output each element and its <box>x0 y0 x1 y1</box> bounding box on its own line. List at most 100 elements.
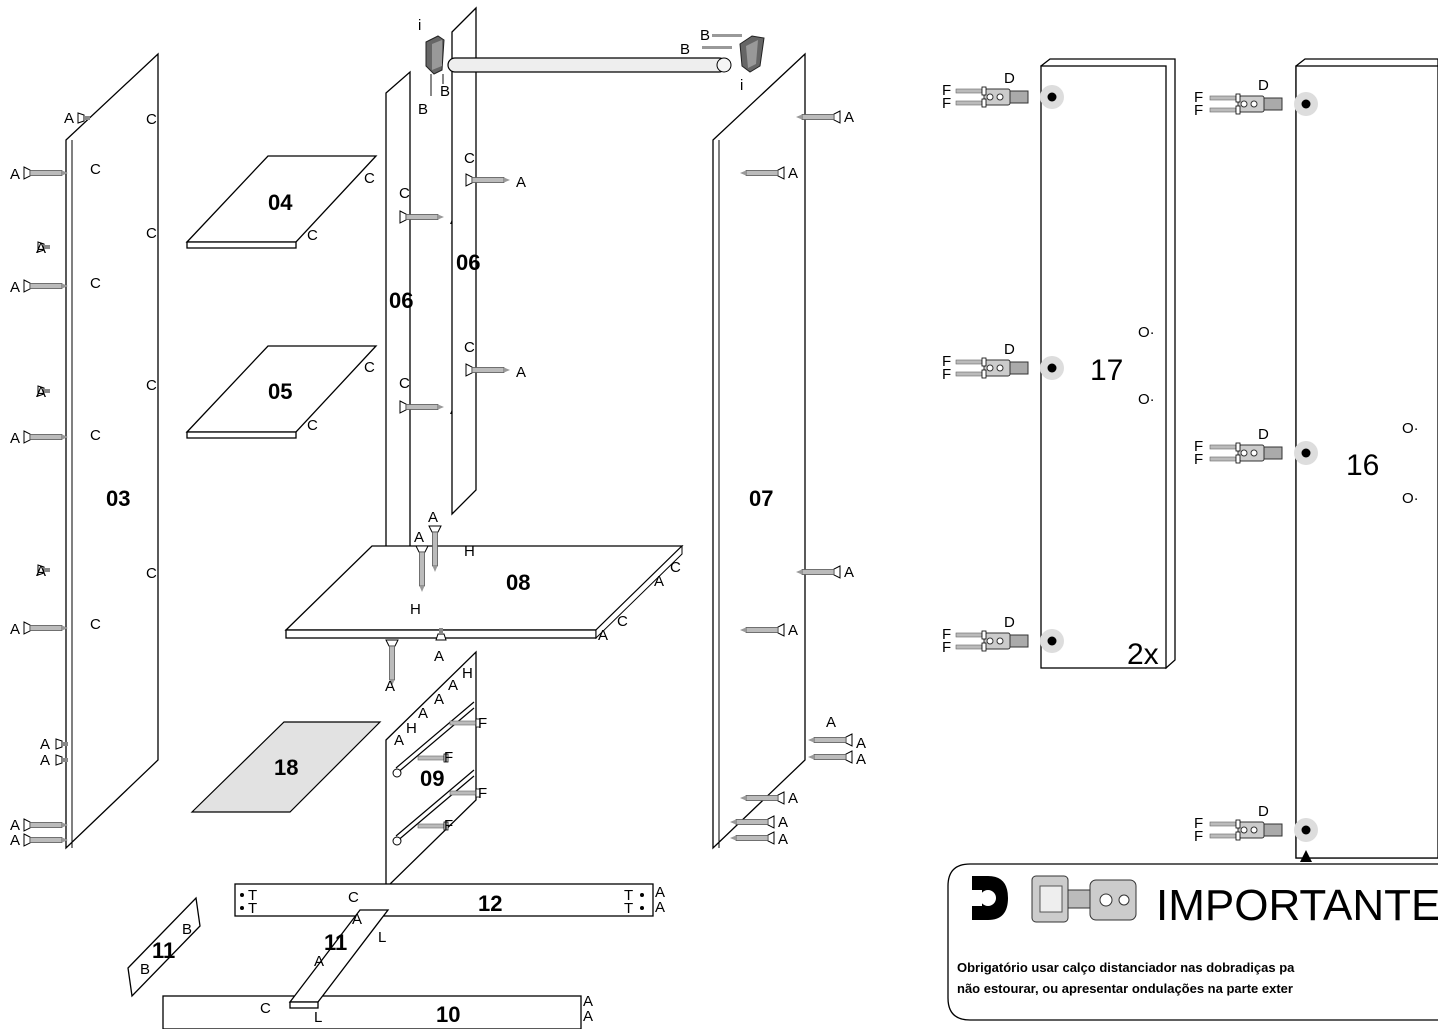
piece-11-left: 11 B B <box>127 896 201 998</box>
svg-text:T: T <box>248 887 257 904</box>
hinge-icon <box>1031 875 1137 923</box>
quantity-label: 2x <box>1127 638 1159 671</box>
svg-text:F: F <box>1194 828 1203 845</box>
svg-text:A: A <box>64 110 74 127</box>
svg-text:A: A <box>778 814 788 831</box>
svg-text:12: 12 <box>478 891 502 916</box>
panel-03-label: 03 <box>106 486 130 511</box>
svg-text:F: F <box>1194 102 1203 119</box>
svg-text:A: A <box>788 165 798 182</box>
svg-text:B: B <box>140 961 150 978</box>
svg-text:F: F <box>942 353 951 370</box>
svg-text:A: A <box>448 677 458 694</box>
svg-text:A: A <box>856 735 866 752</box>
svg-text:D: D <box>1258 426 1269 443</box>
svg-text:A: A <box>36 384 46 401</box>
svg-text:F: F <box>942 82 951 99</box>
svg-text:C: C <box>90 616 101 633</box>
svg-text:A: A <box>826 714 836 731</box>
svg-text:C: C <box>146 377 157 394</box>
svg-text:C: C <box>90 427 101 444</box>
svg-text:16: 16 <box>1346 449 1379 482</box>
svg-text:i: i <box>418 17 421 34</box>
svg-text:F: F <box>942 639 951 656</box>
svg-text:H: H <box>406 720 417 737</box>
svg-text:A: A <box>10 621 20 638</box>
panel-08: 08 H H C A C A A A A A <box>284 509 684 695</box>
svg-text:A: A <box>856 751 866 768</box>
svg-text:11: 11 <box>152 938 175 963</box>
svg-text:L: L <box>314 1009 322 1026</box>
svg-text:O·: O· <box>1402 490 1419 507</box>
svg-text:F: F <box>478 715 487 732</box>
svg-text:H: H <box>462 665 473 682</box>
svg-text:D: D <box>1004 70 1015 87</box>
shelf-18: 18 <box>190 721 382 813</box>
svg-text:F: F <box>942 366 951 383</box>
svg-text:A: A <box>10 832 20 849</box>
svg-text:A: A <box>418 705 428 722</box>
svg-text:A: A <box>655 884 665 901</box>
svg-text:A: A <box>10 817 20 834</box>
panel-07: 07 <box>712 52 806 850</box>
svg-text:A: A <box>394 732 404 749</box>
svg-text:05: 05 <box>268 379 292 404</box>
shelf-04: 04 C C <box>185 155 378 249</box>
piece-11-center: 11 A A L L <box>288 909 390 1026</box>
svg-text:08: 08 <box>506 570 530 595</box>
svg-text:F: F <box>942 95 951 112</box>
svg-text:C: C <box>348 889 359 906</box>
svg-text:C: C <box>399 375 410 392</box>
svg-text:A: A <box>10 279 20 296</box>
svg-text:O·: O· <box>1138 324 1155 341</box>
svg-text:H: H <box>464 543 475 560</box>
svg-text:10: 10 <box>436 1002 460 1027</box>
svg-text:B: B <box>418 101 428 118</box>
divider-06-back: 06 A A C C <box>451 6 526 516</box>
svg-text:A: A <box>10 166 20 183</box>
svg-text:A: A <box>434 648 444 665</box>
svg-text:A: A <box>385 678 395 695</box>
svg-text:H: H <box>410 601 421 618</box>
svg-text:A: A <box>434 691 444 708</box>
svg-text:T: T <box>624 900 633 917</box>
svg-text:C: C <box>307 417 318 434</box>
svg-text:B: B <box>440 83 450 100</box>
door-16: 16 O· O· <box>1295 58 1438 862</box>
hanging-rod: i B B i B B <box>418 17 765 118</box>
panel-07-hardware: A A A A A A A A A A <box>729 109 866 848</box>
svg-text:11: 11 <box>324 930 347 955</box>
svg-text:A: A <box>654 573 664 590</box>
rail-12: 12 C T T T T A A <box>234 883 665 917</box>
door-16-hinges: FF D FF D FF D <box>1194 77 1318 845</box>
svg-text:06: 06 <box>389 288 413 313</box>
svg-text:C: C <box>464 339 475 356</box>
svg-text:C: C <box>260 1000 271 1017</box>
svg-text:F: F <box>478 785 487 802</box>
panel-03-hardware: A A A A A A A A A A A A C C C C C C C C <box>10 110 157 849</box>
svg-text:A: A <box>844 564 854 581</box>
svg-text:A: A <box>40 736 50 753</box>
svg-text:C: C <box>464 150 475 167</box>
svg-text:A: A <box>844 109 854 126</box>
svg-text:18: 18 <box>274 755 298 780</box>
svg-text:A: A <box>36 240 46 257</box>
svg-text:F: F <box>1194 815 1203 832</box>
svg-text:A: A <box>598 627 608 644</box>
svg-text:17: 17 <box>1090 354 1123 387</box>
svg-text:i: i <box>740 77 743 94</box>
svg-text:F: F <box>444 749 453 766</box>
svg-text:O·: O· <box>1138 391 1155 408</box>
svg-text:A: A <box>36 563 46 580</box>
divider-06-front: 06 A A C C <box>385 70 460 582</box>
svg-text:A: A <box>314 953 324 970</box>
svg-text:C: C <box>90 161 101 178</box>
svg-text:C: C <box>399 185 410 202</box>
svg-text:A: A <box>788 622 798 639</box>
svg-text:C: C <box>146 225 157 242</box>
svg-text:A: A <box>428 509 438 526</box>
svg-text:B: B <box>700 27 710 44</box>
svg-text:C: C <box>670 559 681 576</box>
svg-text:A: A <box>352 911 362 928</box>
